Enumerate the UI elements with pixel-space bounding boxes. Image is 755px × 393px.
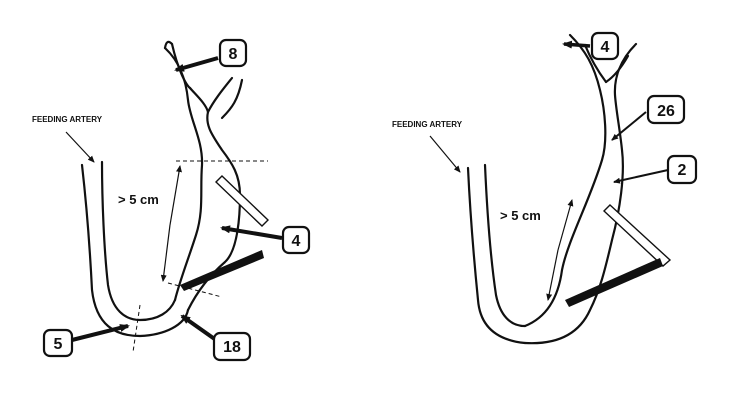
left-callout-18-box bbox=[212, 331, 252, 362]
right-artery-outer bbox=[466, 166, 527, 345]
right-callout-2-arrow bbox=[613, 169, 669, 184]
right-dimension-arrow-down bbox=[546, 249, 559, 301]
right-needle-solid bbox=[565, 258, 663, 307]
right-vein-branch-a bbox=[583, 43, 608, 84]
right-feeding-artery-arrow bbox=[429, 135, 461, 173]
left-dimension-label: > 5 cm bbox=[118, 192, 159, 207]
left-callout-18-arrow bbox=[180, 314, 218, 342]
left-callout-8-text: 8 bbox=[229, 46, 238, 63]
left-vein-branch-c bbox=[220, 78, 244, 120]
left-vein-branch-b bbox=[206, 76, 234, 114]
left-artery-outer bbox=[80, 163, 190, 338]
right-dimension-label: > 5 cm bbox=[500, 208, 541, 223]
left-panel: FEEDING ARTERY > 5 cm 8 4 bbox=[32, 38, 311, 362]
right-dimension-arrow-up bbox=[557, 199, 574, 251]
right-vein-left-wall bbox=[523, 33, 607, 328]
left-callout-4-box bbox=[281, 225, 311, 255]
left-vein-branch-left bbox=[163, 40, 174, 50]
left-feeding-artery-arrow bbox=[65, 131, 95, 163]
right-callout-4-arrow bbox=[562, 40, 591, 49]
right-callout-4-box bbox=[590, 31, 620, 61]
right-panel: FEEDING ARTERY > 5 cm 4 26 2 bbox=[392, 31, 698, 345]
right-callout-26-arrow bbox=[611, 111, 647, 141]
right-callout-26-box bbox=[646, 94, 686, 125]
right-feeding-artery-label: FEEDING ARTERY bbox=[392, 120, 463, 129]
right-callout-26-text: 26 bbox=[657, 103, 675, 120]
right-callout-2-box bbox=[666, 154, 698, 185]
left-needle-open bbox=[214, 175, 270, 227]
left-dashed-line-mid bbox=[167, 282, 223, 298]
left-dimension-arrow-up bbox=[169, 165, 182, 226]
right-callout-4-text: 4 bbox=[601, 39, 610, 56]
right-vein-branch-b bbox=[604, 54, 630, 84]
left-callout-5-arrow bbox=[71, 324, 130, 342]
left-callout-8-arrow bbox=[174, 56, 219, 72]
left-callout-5-text: 5 bbox=[54, 336, 63, 353]
left-callout-4-text: 4 bbox=[292, 233, 301, 250]
left-dimension-arrow-down bbox=[160, 224, 171, 282]
left-needle-solid bbox=[180, 250, 264, 291]
left-callout-4-arrow bbox=[220, 225, 283, 240]
left-vein-left-wall bbox=[163, 46, 204, 302]
right-callout-2-text: 2 bbox=[678, 162, 687, 179]
left-artery-inner bbox=[100, 160, 177, 322]
right-artery-inner bbox=[483, 163, 527, 328]
right-vein-right-wall bbox=[523, 42, 638, 345]
left-vein-upper-line bbox=[188, 86, 210, 114]
left-dashed-line-bottom bbox=[132, 304, 141, 353]
left-callout-18-text: 18 bbox=[223, 339, 241, 356]
left-vein-branch-a bbox=[170, 42, 192, 90]
left-callout-5-box bbox=[42, 328, 74, 358]
left-callout-8-box bbox=[218, 38, 248, 68]
left-feeding-artery-label: FEEDING ARTERY bbox=[32, 115, 103, 124]
